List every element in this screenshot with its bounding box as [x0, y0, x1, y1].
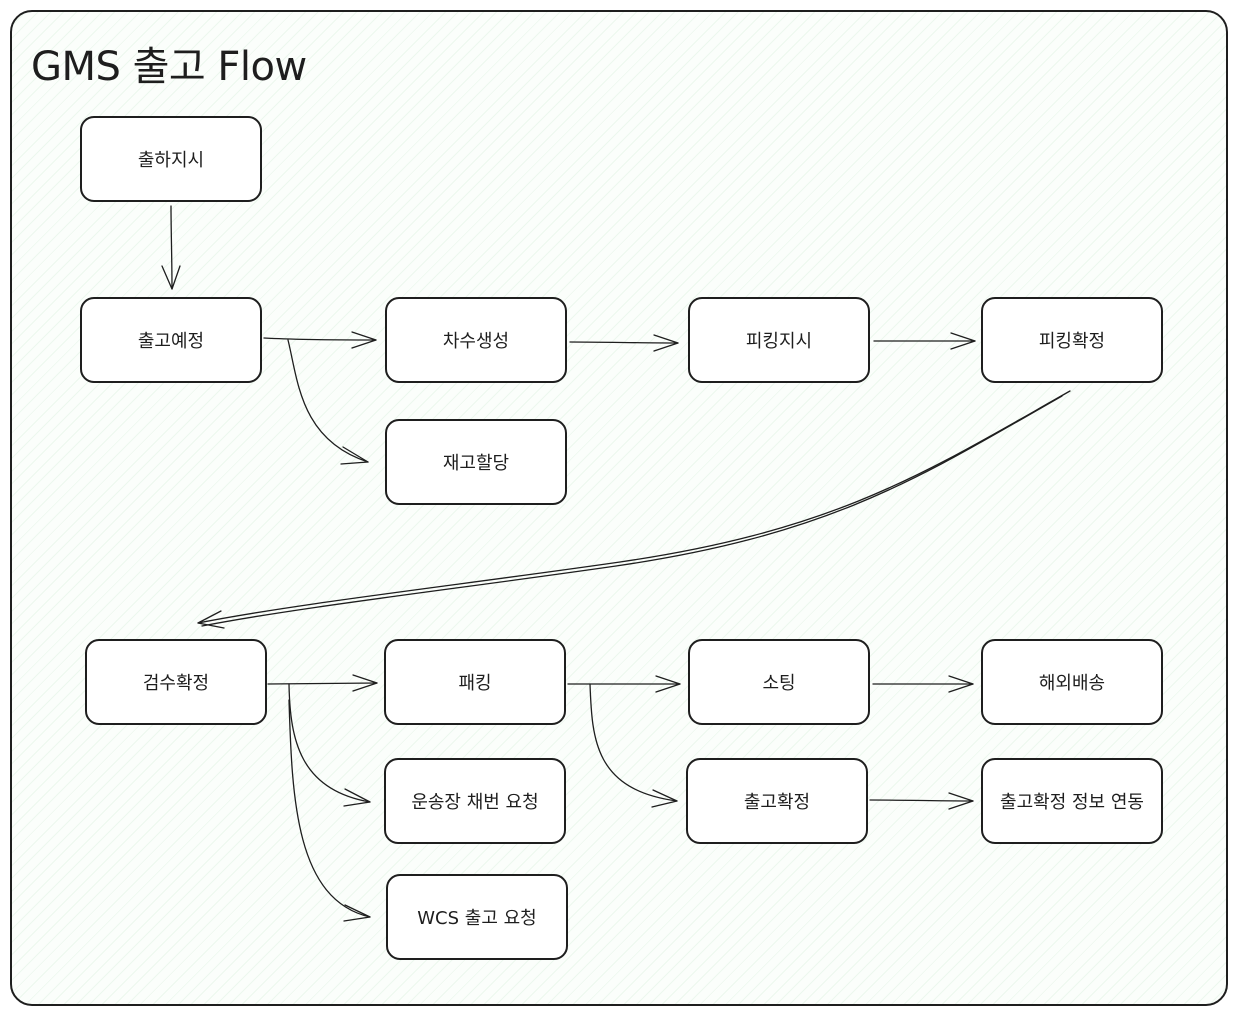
- node-picking-order[interactable]: 피킹지시: [688, 297, 870, 383]
- arrowhead-inspection-confirm: [197, 610, 225, 629]
- node-outbound-info-sync[interactable]: 출고확정 정보 연동: [981, 758, 1163, 844]
- edge-picking-confirm-to-inspection-confirm-stroke2: [201, 395, 1063, 627]
- edge-outbound-confirm-to-info-sync: [869, 799, 974, 802]
- arrowhead-wave-create: [351, 331, 377, 349]
- arrowhead-stock-alloc: [340, 446, 369, 465]
- node-packing[interactable]: 패킹: [384, 639, 566, 725]
- arrowhead-waybill: [343, 788, 371, 807]
- page-title: GMS 출고 Flow: [31, 44, 307, 90]
- node-inspection-confirm[interactable]: 검수확정: [85, 639, 267, 725]
- node-picking-confirm[interactable]: 피킹확정: [981, 297, 1163, 383]
- edge-inspection-to-wcs: [288, 699, 371, 918]
- arrowhead-overseas: [948, 675, 974, 693]
- node-outbound-confirm[interactable]: 출고확정: [686, 758, 868, 844]
- edge-inspection-to-packing: [267, 682, 378, 685]
- arrowhead-picking-order: [653, 334, 679, 352]
- node-wave-create[interactable]: 차수생성: [385, 297, 567, 383]
- edge-outbound-plan-to-stock-alloc: [287, 339, 369, 463]
- arrowhead-picking-confirm: [950, 332, 976, 350]
- node-outbound-plan[interactable]: 출고예정: [80, 297, 262, 383]
- arrowhead-info-sync: [948, 792, 974, 810]
- arrowhead-outbound-plan: [161, 265, 181, 290]
- arrowhead-outbound-confirm: [651, 789, 678, 808]
- edge-ship-order-to-outbound-plan: [170, 205, 173, 290]
- edge-packing-to-outbound-confirm: [589, 683, 678, 802]
- edge-outbound-plan-to-wave-create: [263, 337, 377, 341]
- node-stock-alloc[interactable]: 재고할당: [385, 419, 567, 505]
- arrowhead-wcs: [343, 904, 371, 922]
- edge-inspection-to-waybill: [288, 683, 371, 803]
- node-sorting[interactable]: 소팅: [688, 639, 870, 725]
- edge-picking-confirm-to-inspection-confirm: [197, 390, 1071, 624]
- edge-wave-create-to-picking-order: [569, 341, 679, 344]
- node-ship-order[interactable]: 출하지시: [80, 116, 262, 202]
- node-wcs-request[interactable]: WCS 출고 요청: [386, 874, 568, 960]
- node-overseas-delivery[interactable]: 해외배송: [981, 639, 1163, 725]
- arrowhead-sorting: [655, 675, 681, 693]
- arrowhead-packing: [352, 674, 378, 692]
- node-waybill-request[interactable]: 운송장 채번 요청: [384, 758, 566, 844]
